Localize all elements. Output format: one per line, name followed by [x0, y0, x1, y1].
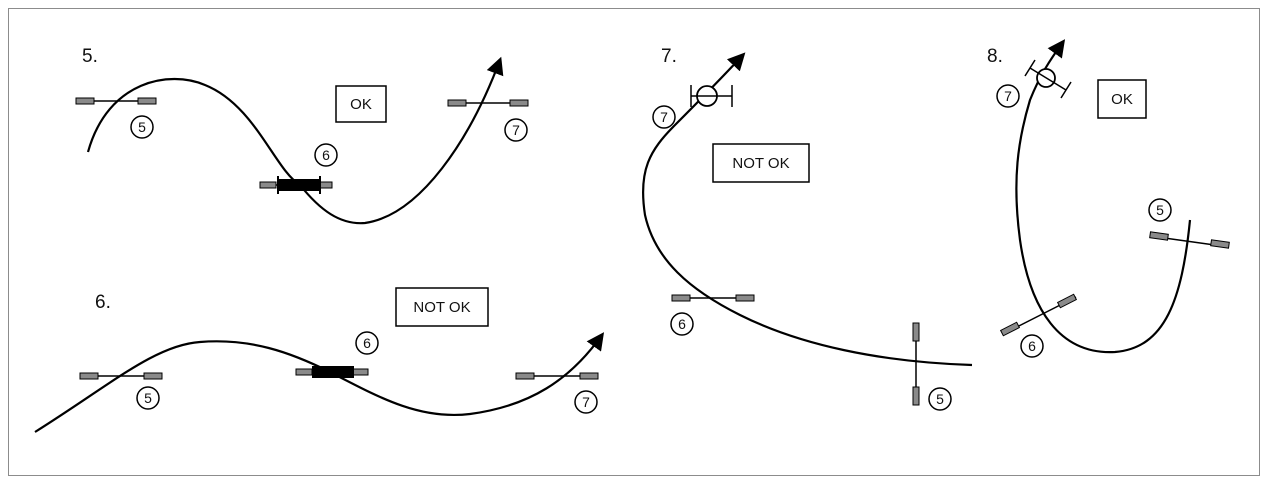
- svg-text:NOT OK: NOT OK: [413, 299, 470, 316]
- svg-text:5: 5: [1156, 202, 1164, 218]
- svg-text:OK: OK: [350, 96, 372, 113]
- panel-6-station-7-marker: [515, 372, 599, 380]
- panel-5: 5. 5 6 7: [75, 46, 529, 225]
- panel-8-station-5-marker: [1149, 231, 1230, 249]
- panel-7-circle-label: 5: [928, 387, 952, 411]
- panel-7-station-7-marker: [690, 85, 733, 107]
- svg-text:7: 7: [1004, 88, 1012, 104]
- panel-5-station-7-marker: [447, 99, 529, 107]
- svg-text:7: 7: [660, 109, 668, 125]
- panel-5-status-box: OK: [335, 85, 387, 123]
- panel-6-circle-label: 6: [355, 331, 379, 355]
- panel-7-station-5-marker: [912, 322, 920, 406]
- panel-7-station-6-marker: [671, 294, 755, 302]
- panel-5-circle-label: 7: [504, 118, 528, 142]
- panel-7-circle-label: 7: [652, 105, 676, 129]
- svg-text:6: 6: [363, 335, 371, 351]
- panel-8: 8. 7 5 6: [987, 39, 1230, 358]
- svg-text:7: 7: [582, 394, 590, 410]
- panel-8-circle-label: 6: [1020, 334, 1044, 358]
- svg-text:7: 7: [512, 122, 520, 138]
- panel-7-circle-label: 6: [670, 312, 694, 336]
- panel-6: 6. 5 6 7: [34, 287, 605, 433]
- panel-8-circle-label: 5: [1148, 198, 1172, 222]
- panel-5-circle-label: 5: [130, 115, 154, 139]
- panel-8-status-box: OK: [1097, 79, 1147, 119]
- panel-6-circle-label: 7: [574, 390, 598, 414]
- panel-5-circle-label: 6: [314, 143, 338, 167]
- svg-text:5: 5: [936, 391, 944, 407]
- panel-7: 7. 7 6 5: [641, 46, 973, 411]
- svg-text:5: 5: [144, 390, 152, 406]
- svg-text:OK: OK: [1111, 91, 1133, 108]
- panel-8-station-7-marker: [1024, 59, 1072, 99]
- panel-6-number: 6.: [95, 292, 111, 313]
- svg-text:6: 6: [678, 316, 686, 332]
- panel-7-status-box: NOT OK: [712, 143, 810, 183]
- panel-7-number: 7.: [661, 46, 677, 67]
- svg-text:6: 6: [1028, 338, 1036, 354]
- panel-6-circle-label: 5: [136, 386, 160, 410]
- panel-5-station-5-marker: [75, 97, 157, 105]
- svg-text:5: 5: [138, 119, 146, 135]
- panel-8-number: 8.: [987, 46, 1003, 67]
- panel-7-track: [641, 52, 973, 367]
- panel-5-number: 5.: [82, 46, 98, 67]
- panel-8-track: [1015, 39, 1192, 354]
- panel-6-status-box: NOT OK: [395, 287, 489, 327]
- panel-5-track: [86, 56, 504, 225]
- panel-8-station-6-marker: [999, 293, 1078, 337]
- panel-6-track: [34, 332, 605, 433]
- panel-6-station-5-marker: [79, 372, 163, 380]
- svg-text:NOT OK: NOT OK: [732, 155, 789, 172]
- panel-6-station-6-marker: [295, 366, 369, 378]
- panel-5-station-6-marker: [259, 176, 333, 194]
- svg-text:6: 6: [322, 147, 330, 163]
- panel-8-circle-label: 7: [996, 84, 1020, 108]
